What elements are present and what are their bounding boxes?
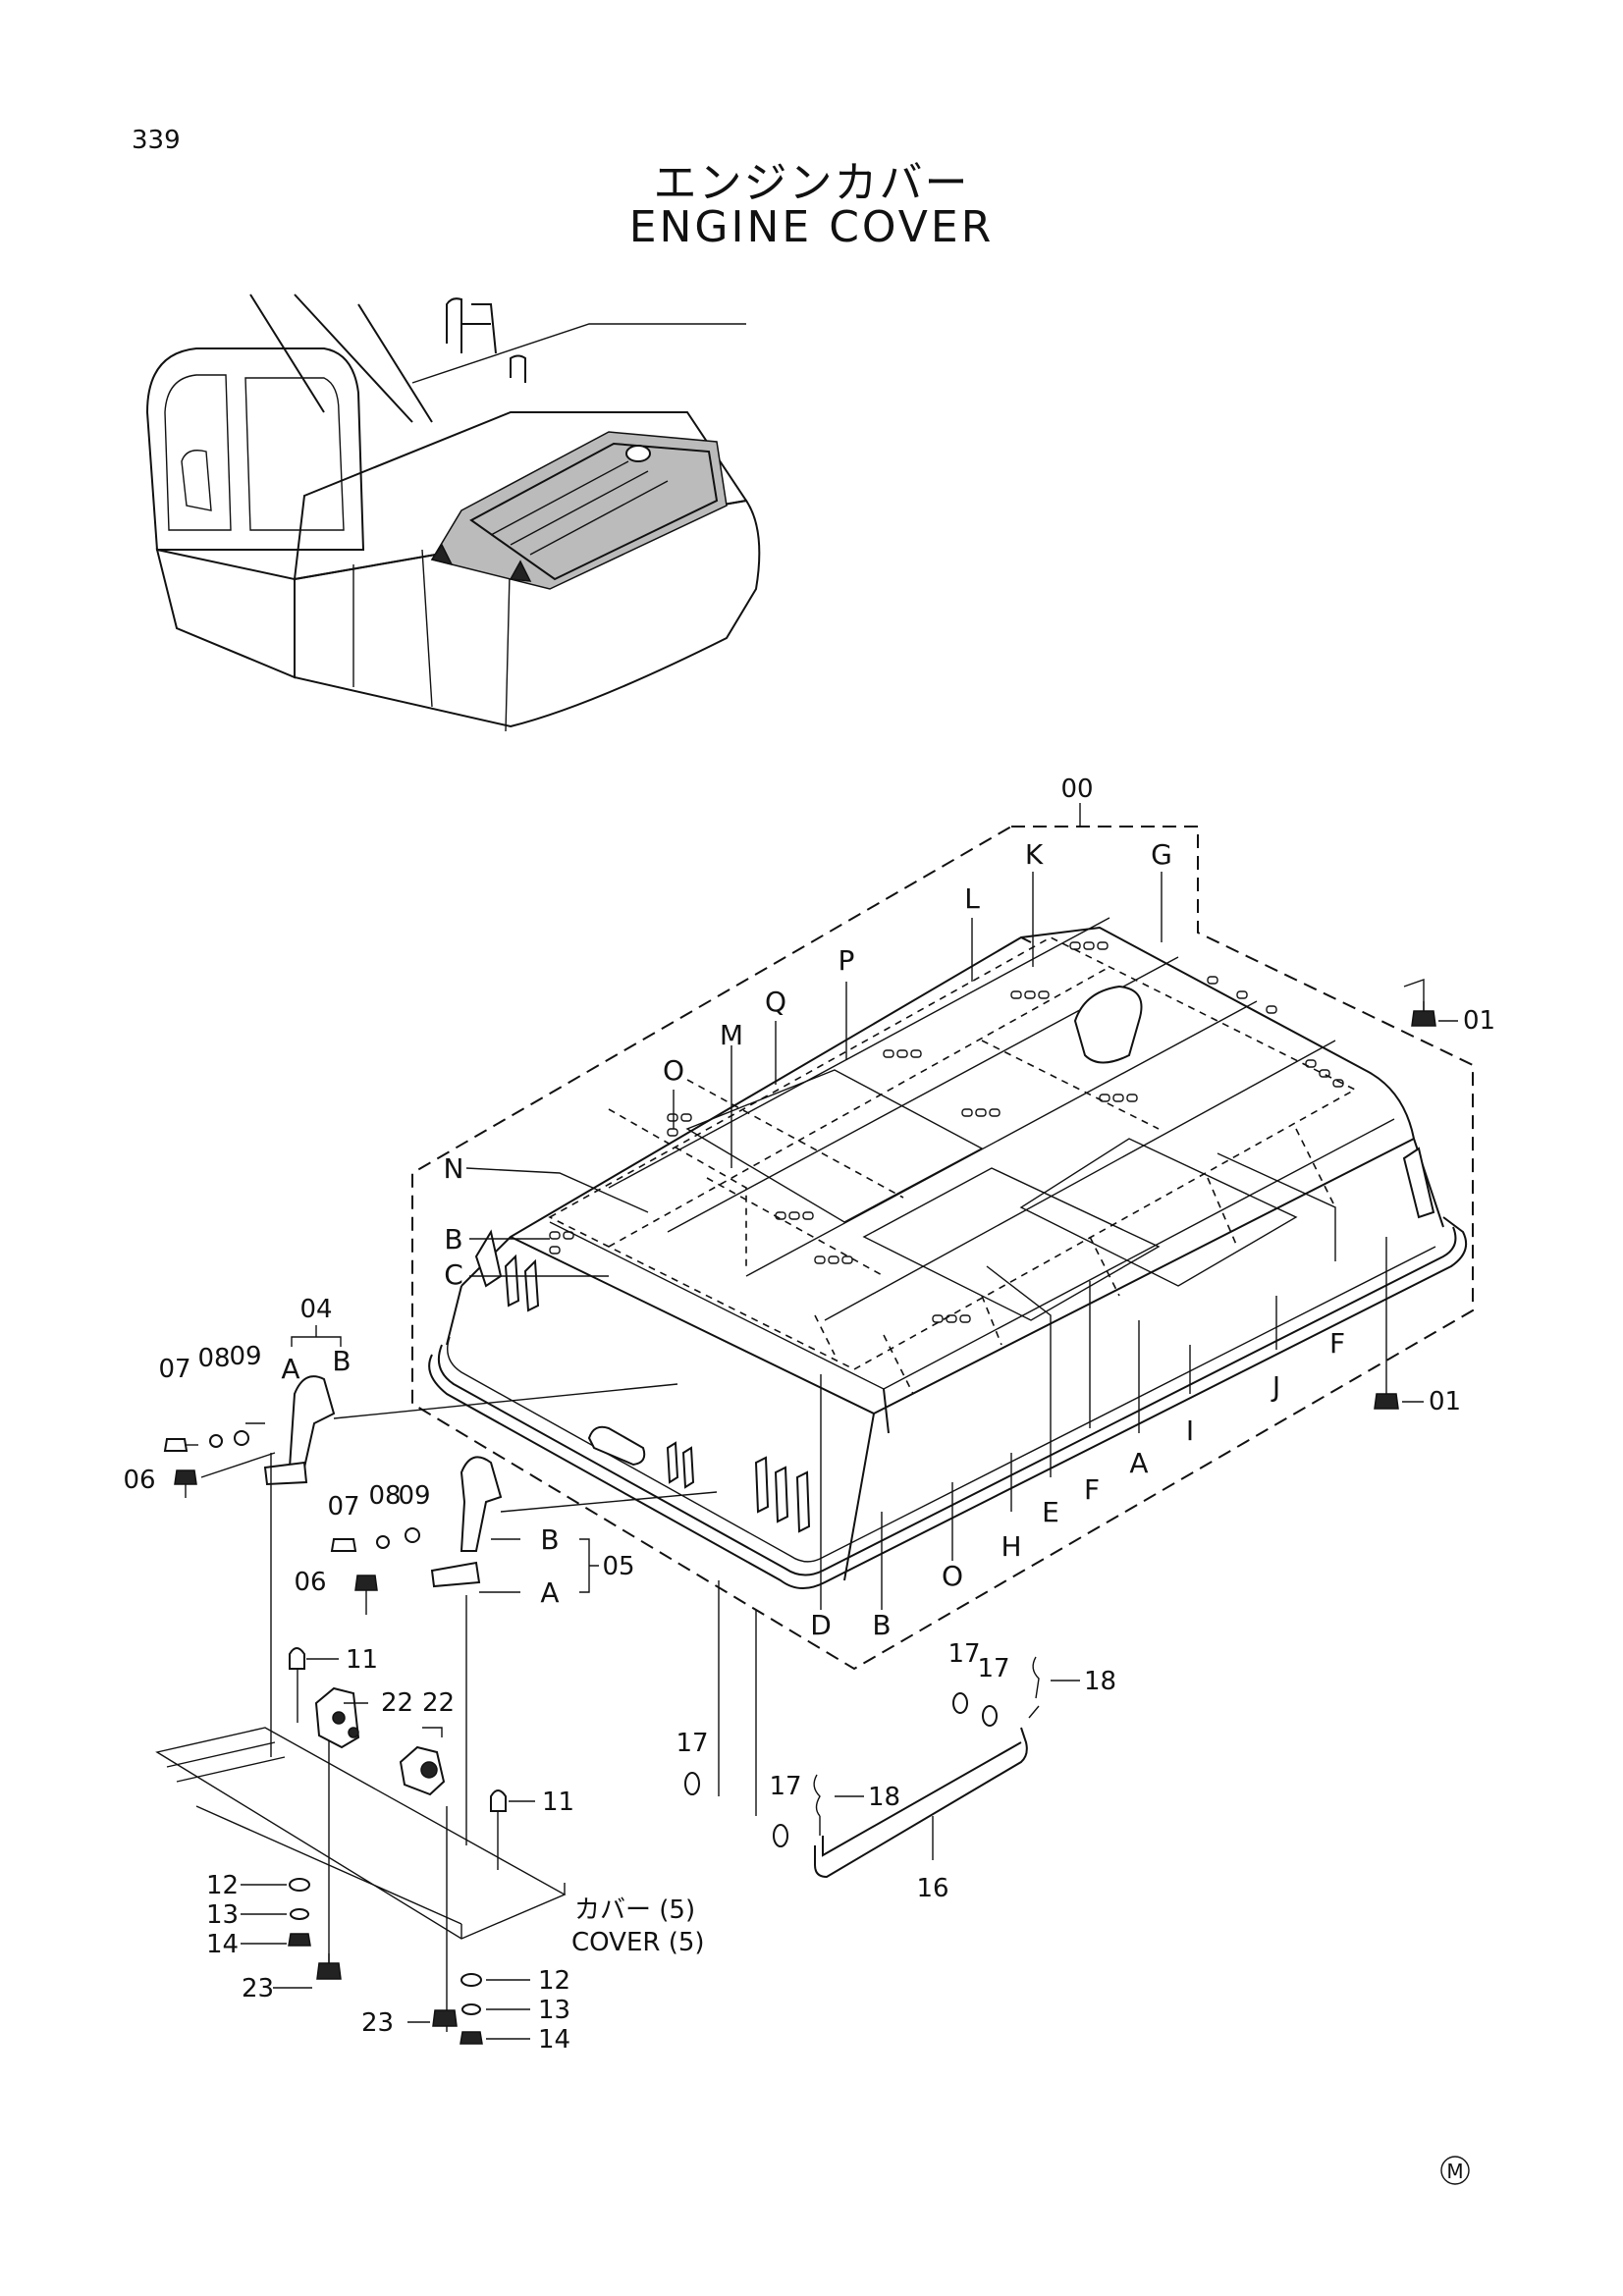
bolt-01-top [1411,1001,1458,1027]
part-09-a: 09 [229,1342,261,1371]
callout-P: P [839,944,855,977]
callout-K: K [1025,838,1044,871]
callout-I: I [1186,1415,1194,1447]
callout-L: L [964,882,980,915]
part-17-b: 17 [769,1772,801,1801]
part-13-b: 13 [538,1996,570,2025]
callout-B-bottom: B [872,1609,891,1641]
part-12-b: 12 [538,1966,570,1996]
part-17-a: 17 [676,1729,708,1758]
part-14-b: 14 [538,2025,570,2055]
part-17-c: 17 [947,1639,980,1669]
cover-5-label-jp: カバー (5) [574,1896,695,1925]
part-17-d: 17 [977,1654,1009,1683]
callout-H: H [1001,1530,1021,1563]
callout-C: C [444,1258,463,1291]
part-13-a: 13 [206,1900,239,1930]
part-12-a: 12 [206,1871,239,1900]
part-18-a: 18 [868,1783,900,1812]
part-06-a: 06 [123,1466,155,1495]
part-16: 16 [916,1874,948,1903]
part-23-a: 23 [242,1974,274,2003]
callout-J: J [1271,1370,1280,1403]
callout-E: E [1042,1496,1059,1528]
page-number: 339 [132,126,181,155]
part-07-a: 07 [158,1355,190,1384]
part-14-a: 14 [206,1930,239,1959]
callout-B-left: B [444,1223,462,1255]
part-04: 04 [299,1295,332,1324]
excavator-overview [145,294,761,732]
callout-leaders [465,872,1425,1610]
part-09-b: 09 [398,1481,430,1511]
part-01-bottom: 01 [1429,1387,1461,1416]
callout-Q: Q [765,986,786,1018]
part-22-a: 22 [381,1688,413,1718]
title-english: ENGINE COVER [628,202,995,252]
latch-04-group: 04 A B 07 08 09 06 [123,1295,678,1498]
latch-05-label-A: A [540,1576,559,1609]
part-11-a: 11 [346,1645,378,1675]
bolt-01-bottom [1374,1384,1424,1410]
assembly-label: 00 [1060,774,1093,804]
callout-A: A [1129,1447,1148,1479]
engine-cover-drawing [428,917,1467,1589]
latch-04-label-B: B [332,1345,351,1377]
callout-G: G [1151,838,1172,871]
callout-M: M [720,1019,743,1051]
latch-05-label-B: B [540,1523,559,1556]
cover-5-bracket [155,1453,567,2045]
part-22-b: 22 [422,1688,455,1718]
latch-05-group: B A 05 07 08 09 06 [294,1456,718,1615]
part-05: 05 [602,1552,634,1581]
part-06-b: 06 [294,1568,326,1597]
title-japanese: エンジンカバー [653,158,970,208]
callout-O-bottom: O [942,1560,963,1592]
callout-N: N [444,1152,464,1185]
cover-5-label-en: COVER (5) [571,1928,705,1957]
callout-F-mid: F [1084,1473,1100,1506]
callout-D: D [810,1609,832,1641]
revision-mark-letter: M [1446,2160,1463,2183]
part-08-a: 08 [197,1344,230,1373]
revision-mark [1440,2156,1470,2185]
part-08-b: 08 [368,1481,401,1511]
part-11-b: 11 [542,1788,574,1817]
callout-F-right: F [1329,1327,1345,1360]
part-07-b: 07 [327,1492,359,1522]
part-01-top: 01 [1463,1006,1495,1036]
latch-04-label-A: A [281,1353,299,1385]
callout-O-top: O [663,1054,684,1087]
part-23-b: 23 [361,2008,394,2038]
handle-16-group [684,1580,1080,1879]
part-18-b: 18 [1084,1667,1116,1696]
